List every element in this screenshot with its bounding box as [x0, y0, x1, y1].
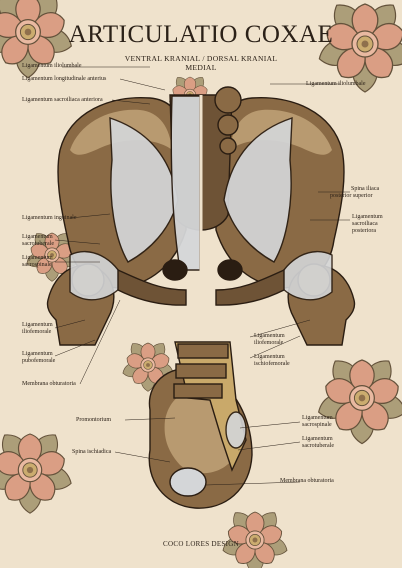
label-lig-sacrotuberale-low-line1: Ligamentum	[302, 436, 333, 442]
label-lig-sacrospinale-line1: Ligamentum	[22, 255, 53, 261]
pelvis-medial-illustration	[148, 341, 253, 509]
label-lig-sacroiliaca-post-line3: posteriora	[352, 228, 376, 234]
label-lig-iliofemorale-right-line2: iliofemorale	[254, 340, 284, 346]
label-lig-longitudinale-anterius: Ligamentum longitudinale anterius	[22, 76, 107, 82]
label-spina-iliaca-line1: Spina iliaca	[351, 186, 380, 192]
label-lig-inguinale: Ligamentum inguinale	[22, 215, 77, 221]
label-lig-ischiofemorale-line1: Ligamentum	[254, 354, 285, 360]
label-lig-sacroiliaca-post-line2: sacroiliaca	[352, 221, 378, 227]
label-spina-ischiadica: Spina ischiadica	[72, 449, 112, 455]
subtitle-views: VENTRAL KRANIAL / DORSAL KRANIAL	[124, 54, 278, 63]
label-promontorium: Promontorium	[76, 417, 112, 423]
label-lig-sacrospinale-line2: sacrospinale	[22, 262, 52, 268]
label-lig-sacroiliaca-anteriora: Ligamentum sacroiliaca anteriora	[22, 97, 103, 103]
pelvis-upper-illustration	[46, 86, 356, 346]
label-lig-iliofemorale-left-line1: Ligamentum	[22, 322, 53, 328]
subtitle-medial: MEDIAL	[185, 63, 217, 72]
label-lig-sacroiliaca-post-line1: Ligamentum	[352, 214, 383, 220]
label-lig-pubofemorale-line2: pubofemorale	[22, 358, 56, 364]
label-spina-iliaca-line2: posterior superior	[330, 193, 373, 199]
label-lig-iliolumbale-left: Ligamentum iliolumbale	[22, 63, 82, 69]
label-lig-iliolumbale-right: Ligamentum iliolumbale	[306, 81, 366, 87]
poster-title: ARTICULATIO COXAE	[68, 21, 334, 48]
label-lig-iliofemorale-left-line2: iliofemorale	[22, 329, 52, 335]
poster-footer: COCO LORES DESIGN	[163, 540, 239, 548]
label-leader-lines	[54, 66, 350, 486]
label-lig-sacrotuberale-line2: sacrotuberale	[22, 241, 54, 247]
label-membrana-obturatoria-left: Membrana obturatoria	[22, 381, 76, 387]
label-lig-sacrospinale-low-line2: sacrospinale	[302, 422, 332, 428]
label-lig-pubofemorale-line1: Ligamentum	[22, 351, 53, 357]
label-lig-sacrotuberale-low-line2: sacrotuberale	[302, 443, 334, 449]
label-lig-ischiofemorale-line2: ischiofemorale	[254, 361, 290, 367]
label-lig-sacrospinale-low-line1: Ligamentum	[302, 415, 333, 421]
label-membrana-obturatoria-right: Membrana obturatoria	[280, 478, 334, 484]
label-lig-iliofemorale-right-line1: Ligamentum	[254, 333, 285, 339]
label-lig-sacrotuberale-line1: Ligamentum	[22, 234, 53, 240]
